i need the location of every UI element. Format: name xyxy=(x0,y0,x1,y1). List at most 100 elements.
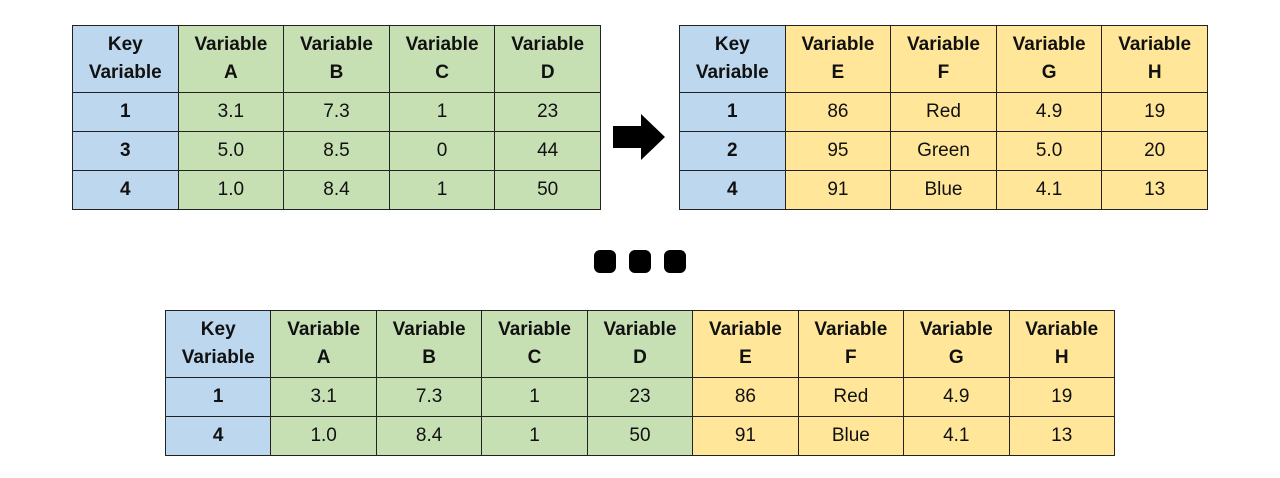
table-cell: 1 xyxy=(388,92,496,132)
header-text: F xyxy=(937,62,950,83)
key-cell: 4 xyxy=(679,170,786,210)
table-cell: 13 xyxy=(1101,170,1208,210)
header-text: F xyxy=(845,347,857,368)
header-text: Variable xyxy=(300,34,373,55)
table-cell: 50 xyxy=(494,170,601,210)
table-cell: 19 xyxy=(1008,377,1115,417)
table-cell: 1.0 xyxy=(270,416,377,456)
key-cell: 4 xyxy=(72,170,179,210)
header-text: Key xyxy=(200,319,236,340)
header-text: B xyxy=(329,62,344,83)
table-cell: 4.9 xyxy=(903,377,1010,417)
key-cell: 3 xyxy=(72,131,179,171)
table-cell: 23 xyxy=(494,92,601,132)
right-arrow-icon xyxy=(613,114,665,160)
header-text: H xyxy=(1147,62,1162,83)
header-text: Variable xyxy=(88,62,162,83)
header-text: A xyxy=(224,62,238,83)
header-text: Variable xyxy=(194,34,268,55)
header-text: Variable xyxy=(814,319,888,340)
header-text: D xyxy=(540,62,555,83)
dot-icon xyxy=(664,250,686,273)
table-cell: 5.0 xyxy=(995,131,1103,171)
dot-icon xyxy=(629,250,651,273)
header-text: C xyxy=(527,347,542,368)
header-text: D xyxy=(633,347,647,368)
header-text: Variable xyxy=(603,319,677,340)
header-text: Variable xyxy=(405,34,479,55)
header-text: Variable xyxy=(287,319,361,340)
header-text: E xyxy=(831,62,845,83)
table-cell: Blue xyxy=(890,170,997,210)
header-text: Key xyxy=(714,34,750,55)
table-cell: 4.1 xyxy=(903,416,1010,456)
key-cell: 4 xyxy=(164,416,272,456)
table-cell: 1 xyxy=(481,416,588,456)
header-text: Variable xyxy=(695,62,769,83)
header-text: B xyxy=(422,347,436,368)
table-cell: 95 xyxy=(784,131,892,171)
table-cell: 86 xyxy=(692,377,799,417)
table-cell: 50 xyxy=(586,416,694,456)
header-text: Variable xyxy=(708,319,782,340)
table-cell: 86 xyxy=(784,92,892,132)
header-text: Variable xyxy=(1025,319,1099,340)
table-cell: 19 xyxy=(1101,92,1208,132)
table-cell: 8.4 xyxy=(283,170,390,210)
header-text: Variable xyxy=(919,319,993,340)
header-text: G xyxy=(1041,62,1057,83)
key-cell: 1 xyxy=(679,92,786,132)
dot-icon xyxy=(594,250,616,273)
header-text: Variable xyxy=(801,34,875,55)
table-cell: 8.4 xyxy=(375,416,483,456)
table-cell: 3.1 xyxy=(270,377,377,417)
table-cell: 8.5 xyxy=(283,131,390,171)
table-cell: 4.1 xyxy=(995,170,1103,210)
header-text: Variable xyxy=(1012,34,1086,55)
table-cell: Blue xyxy=(797,416,905,456)
table-cell: 1 xyxy=(388,170,496,210)
table-cell: 4.9 xyxy=(995,92,1103,132)
table-cell: 3.1 xyxy=(177,92,285,132)
key-cell: 1 xyxy=(72,92,179,132)
table-cell: Red xyxy=(797,377,905,417)
key-cell: 2 xyxy=(679,131,786,171)
table-cell: 1.0 xyxy=(177,170,285,210)
table-cell: Red xyxy=(890,92,997,132)
table-cell: 7.3 xyxy=(283,92,390,132)
header-text: Variable xyxy=(907,34,980,55)
header-text: Variable xyxy=(181,347,255,368)
header-text: G xyxy=(948,347,964,368)
header-text: Variable xyxy=(498,319,571,340)
header-text: C xyxy=(435,62,449,83)
